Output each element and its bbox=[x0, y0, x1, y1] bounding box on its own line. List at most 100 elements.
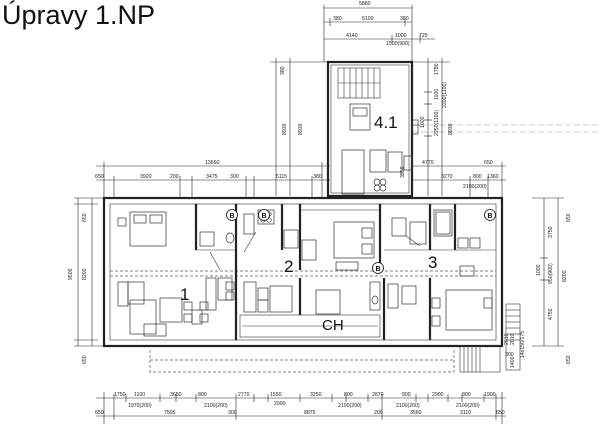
dim-label: 1000 bbox=[395, 33, 407, 39]
dim-label: 13660 bbox=[205, 160, 220, 166]
dim-label: 800 bbox=[402, 392, 411, 398]
right-dimensions bbox=[532, 197, 564, 347]
dim-label: 2770 bbox=[238, 392, 250, 398]
dim-label: 3475 bbox=[206, 174, 218, 180]
dim-label: 3250 bbox=[310, 392, 322, 398]
bathroom-marker bbox=[226, 209, 238, 221]
dim-label: 5860 bbox=[359, 1, 371, 7]
dim-label: 2100(200) bbox=[204, 403, 228, 409]
dim-label: 1970(200) bbox=[128, 403, 152, 409]
bathroom-marker-label: B bbox=[488, 213, 493, 220]
unit-label-4-1: 4.1 bbox=[374, 113, 398, 132]
bathroom-marker bbox=[372, 262, 384, 274]
dim-label: 1000 bbox=[420, 116, 426, 128]
dim-label: 3560 bbox=[410, 410, 422, 416]
dim-label: 2100(200) bbox=[338, 403, 362, 409]
dim-label: 8200 bbox=[562, 270, 568, 282]
dim-label: 800 bbox=[462, 392, 471, 398]
top-dimensions bbox=[96, 162, 506, 198]
dim-label: 650 bbox=[566, 355, 572, 364]
drawing-title: Úpravy 1.NP bbox=[2, 0, 155, 30]
dim-label: 300 bbox=[228, 410, 237, 416]
bathroom-marker-label: B bbox=[262, 213, 267, 220]
dim-label: 380 bbox=[280, 66, 286, 75]
dim-label: 650 bbox=[82, 355, 88, 364]
dim-label: 8930 bbox=[298, 123, 304, 135]
dim-label: 3270 bbox=[441, 174, 453, 180]
dim-label: 5100 bbox=[362, 16, 374, 22]
main-building bbox=[102, 196, 504, 348]
dim-label: 14x150/175 bbox=[520, 331, 526, 358]
dim-label: 3110 bbox=[460, 410, 471, 416]
dim-label: 4140 bbox=[346, 33, 358, 39]
dim-label: 5115 bbox=[276, 174, 287, 180]
dim-label: 3920 bbox=[140, 174, 152, 180]
bathroom-marker bbox=[484, 209, 496, 221]
dim-label: 8930 bbox=[282, 123, 288, 135]
unit-label-1: 1 bbox=[180, 285, 189, 304]
annex-dimensions bbox=[270, 5, 450, 196]
bathroom-marker bbox=[258, 209, 270, 221]
hall-label: CH bbox=[322, 317, 344, 334]
dim-label: 950(900) bbox=[548, 263, 554, 284]
dim-label: 1000 bbox=[536, 264, 542, 276]
dim-label: 200 bbox=[170, 174, 179, 180]
dim-label: 8930 bbox=[448, 123, 454, 135]
dim-label: 9500 bbox=[68, 268, 74, 280]
dim-label: 2100(200) bbox=[396, 403, 420, 409]
dim-label: 3750 bbox=[548, 226, 554, 238]
dim-label: 300 bbox=[505, 352, 514, 358]
bottom-dimensions bbox=[96, 392, 506, 424]
dim-label: 2610 bbox=[504, 333, 510, 345]
bathroom-marker-label: B bbox=[376, 266, 381, 273]
dim-label: 2250(1100) bbox=[434, 110, 440, 136]
dim-label: 650 bbox=[566, 213, 572, 222]
unit-2-furniture bbox=[243, 209, 381, 315]
dim-label: 650 bbox=[484, 160, 493, 166]
left-dimensions bbox=[74, 197, 104, 347]
dim-label: 650 bbox=[95, 410, 104, 416]
dim-label: 725 bbox=[419, 33, 428, 39]
dim-label: 300 bbox=[230, 174, 239, 180]
dim-label: 1500(900) bbox=[386, 41, 410, 47]
dim-label: 1900 bbox=[484, 392, 496, 398]
unit-label-3: 3 bbox=[428, 253, 437, 272]
dim-label: 650 bbox=[496, 410, 505, 416]
dim-label: 650 bbox=[95, 174, 104, 180]
dim-label: 2100(200) bbox=[456, 403, 480, 409]
dim-label: 2200(1100) bbox=[442, 82, 448, 108]
unit-1-furniture bbox=[117, 211, 235, 337]
unit-3-furniture bbox=[387, 209, 493, 331]
dim-label: 1400 bbox=[510, 356, 516, 368]
dim-label: 7595 bbox=[164, 410, 176, 416]
dim-label: 380 bbox=[333, 16, 342, 22]
dim-label: 650 bbox=[82, 213, 88, 222]
dim-label: 4770 bbox=[422, 160, 434, 166]
dim-label: 3850 bbox=[400, 166, 406, 178]
dim-label: 2010 bbox=[510, 333, 516, 345]
dim-label: 1750 bbox=[114, 392, 126, 398]
dim-label: 8200 bbox=[82, 268, 88, 280]
terrace-outline bbox=[149, 350, 455, 373]
dim-label: 200 bbox=[374, 410, 383, 416]
dim-label: 800 bbox=[344, 392, 353, 398]
annex-extension bbox=[326, 60, 420, 198]
dim-label: 2900 bbox=[432, 392, 444, 398]
dim-label: 380 bbox=[313, 174, 322, 180]
unit-label-2: 2 bbox=[284, 257, 293, 276]
dim-label: 800 bbox=[198, 392, 207, 398]
dim-label: 3650 bbox=[170, 392, 182, 398]
dim-label: 2870 bbox=[372, 392, 384, 398]
dim-label: 1780 bbox=[434, 63, 440, 75]
dim-label: 1100 bbox=[434, 89, 440, 100]
dim-label: 1100 bbox=[134, 392, 145, 398]
dim-label: 8875 bbox=[304, 410, 316, 416]
dim-label: 4750 bbox=[548, 308, 554, 320]
exterior-stair bbox=[459, 303, 521, 373]
bathroom-marker-label: B bbox=[230, 213, 235, 220]
dim-label: 1360 bbox=[487, 174, 499, 180]
dim-label: 800 bbox=[473, 174, 482, 180]
dim-label: 2100(200) bbox=[463, 184, 487, 190]
dim-label: 380 bbox=[400, 16, 409, 22]
